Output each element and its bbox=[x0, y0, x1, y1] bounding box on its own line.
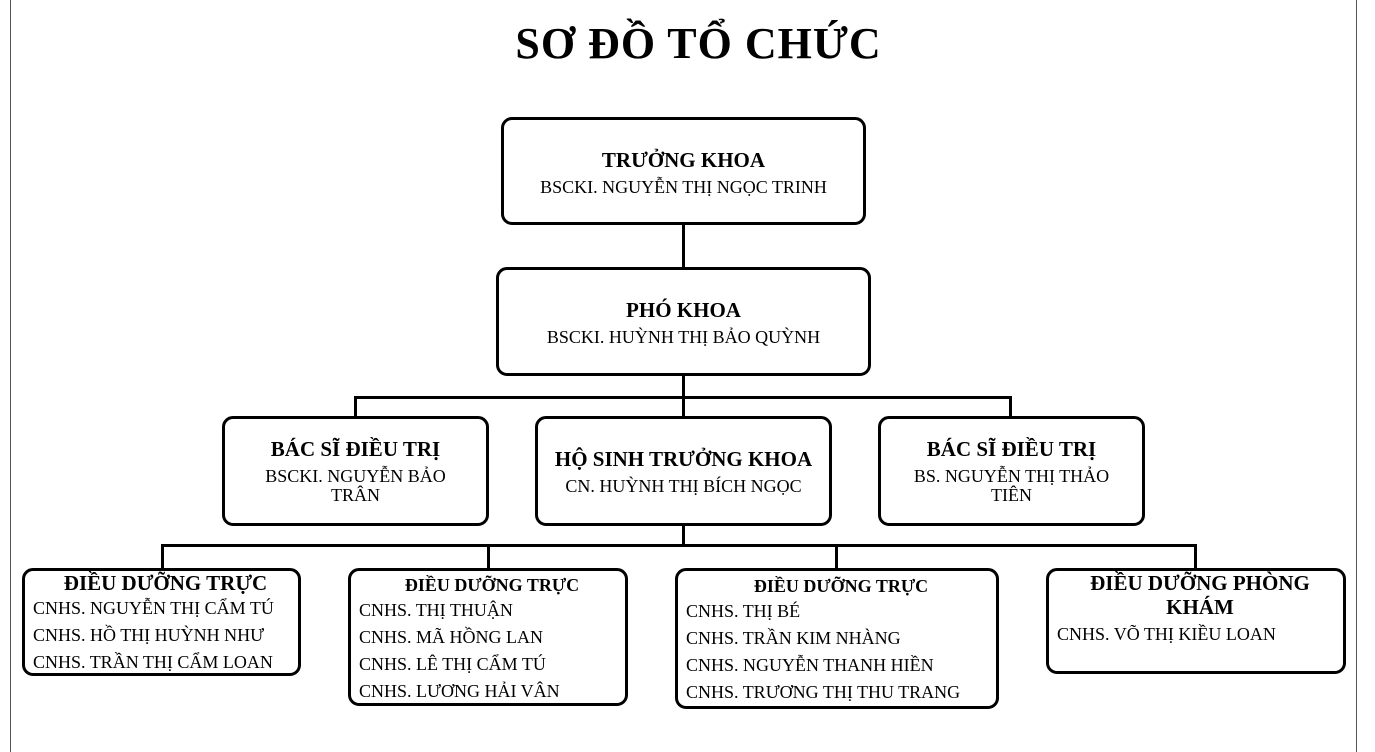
nurse-team-box: ĐIỀU DƯỠNG TRỰC CNHS. NGUYỄN THỊ CẨM TÚ … bbox=[22, 568, 301, 676]
role-label: ĐIỀU DƯỠNG TRỰC bbox=[404, 575, 580, 595]
connector bbox=[487, 544, 490, 569]
role-label: ĐIỀU DƯỠNG TRỰC bbox=[753, 576, 929, 596]
connector bbox=[161, 544, 164, 569]
nurse-team-box: ĐIỀU DƯỠNG TRỰC CNHS. THỊ BÉ CNHS. TRẦN … bbox=[675, 568, 999, 709]
doctor-box: BÁC SĨ ĐIỀU TRỊ BSCKI. NGUYỄN BẢO TRÂN bbox=[222, 416, 489, 526]
connector bbox=[682, 224, 685, 268]
member-name: CNHS. NGUYỄN THANH HIỀN bbox=[686, 655, 934, 675]
role-label: ĐIỀU DƯỠNG TRỰC bbox=[63, 571, 268, 595]
nurse-team-box: ĐIỀU DƯỠNG TRỰC CNHS. THỊ THUẬN CNHS. MÃ… bbox=[348, 568, 628, 706]
member-name: CNHS. MÃ HỒNG LAN bbox=[359, 627, 544, 647]
member-name: CNHS. TRƯƠNG THỊ THU TRANG bbox=[686, 682, 961, 702]
member-name: CNHS. THỊ THUẬN bbox=[359, 600, 513, 620]
head-midwife-box: HỘ SINH TRƯỞNG KHOA CN. HUỲNH THỊ BÍCH N… bbox=[535, 416, 832, 526]
person-name: BSCKI. HUỲNH THỊ BẢO QUỲNH bbox=[546, 327, 821, 347]
member-name: CNHS. VÕ THỊ KIỀU LOAN bbox=[1057, 624, 1276, 644]
person-name: CN. HUỲNH THỊ BÍCH NGỌC bbox=[565, 476, 802, 496]
role-label: PHÓ KHOA bbox=[626, 298, 741, 322]
member-name: CNHS. THỊ BÉ bbox=[686, 601, 801, 621]
deputy-box: PHÓ KHOA BSCKI. HUỲNH THỊ BẢO QUỲNH bbox=[496, 267, 871, 376]
page-border-right bbox=[1356, 0, 1357, 752]
connector bbox=[1009, 396, 1012, 417]
connector bbox=[161, 544, 1197, 547]
page-border-left bbox=[10, 0, 11, 752]
role-label: TRƯỞNG KHOA bbox=[601, 148, 766, 172]
doctor-box: BÁC SĨ ĐIỀU TRỊ BS. NGUYỄN THỊ THẢO TIÊN bbox=[878, 416, 1145, 526]
page-title: SƠ ĐỒ TỔ CHỨC bbox=[515, 19, 882, 68]
member-name: CNHS. TRẦN THỊ CẨM LOAN bbox=[33, 652, 273, 672]
head-box: TRƯỞNG KHOA BSCKI. NGUYỄN THỊ NGỌC TRINH bbox=[501, 117, 866, 225]
person-name: BS. NGUYỄN THỊ THẢO TIÊN bbox=[913, 466, 1110, 505]
member-name: CNHS. TRẦN KIM NHÀNG bbox=[686, 628, 901, 648]
role-label: BÁC SĨ ĐIỀU TRỊ bbox=[270, 437, 441, 461]
member-name: CNHS. HỒ THỊ HUỲNH NHƯ bbox=[33, 625, 265, 645]
member-name: CNHS. LƯƠNG HẢI VÂN bbox=[359, 681, 560, 701]
role-label: ĐIỀU DƯỠNG PHÒNG KHÁM bbox=[1090, 571, 1310, 619]
role-label: BÁC SĨ ĐIỀU TRỊ bbox=[926, 437, 1097, 461]
person-name: BSCKI. NGUYỄN THỊ NGỌC TRINH bbox=[540, 177, 827, 197]
connector bbox=[835, 544, 838, 569]
person-name: BSCKI. NGUYỄN BẢO TRÂN bbox=[265, 466, 446, 505]
connector bbox=[354, 396, 357, 417]
clinic-nurse-box: ĐIỀU DƯỠNG PHÒNG KHÁM CNHS. VÕ THỊ KIỀU … bbox=[1046, 568, 1346, 674]
connector bbox=[1194, 544, 1197, 569]
connector bbox=[354, 396, 1012, 399]
connector bbox=[682, 525, 685, 547]
role-label: HỘ SINH TRƯỞNG KHOA bbox=[554, 447, 813, 471]
member-name: CNHS. LÊ THỊ CẨM TÚ bbox=[359, 654, 546, 674]
member-name: CNHS. NGUYỄN THỊ CẨM TÚ bbox=[33, 598, 274, 618]
